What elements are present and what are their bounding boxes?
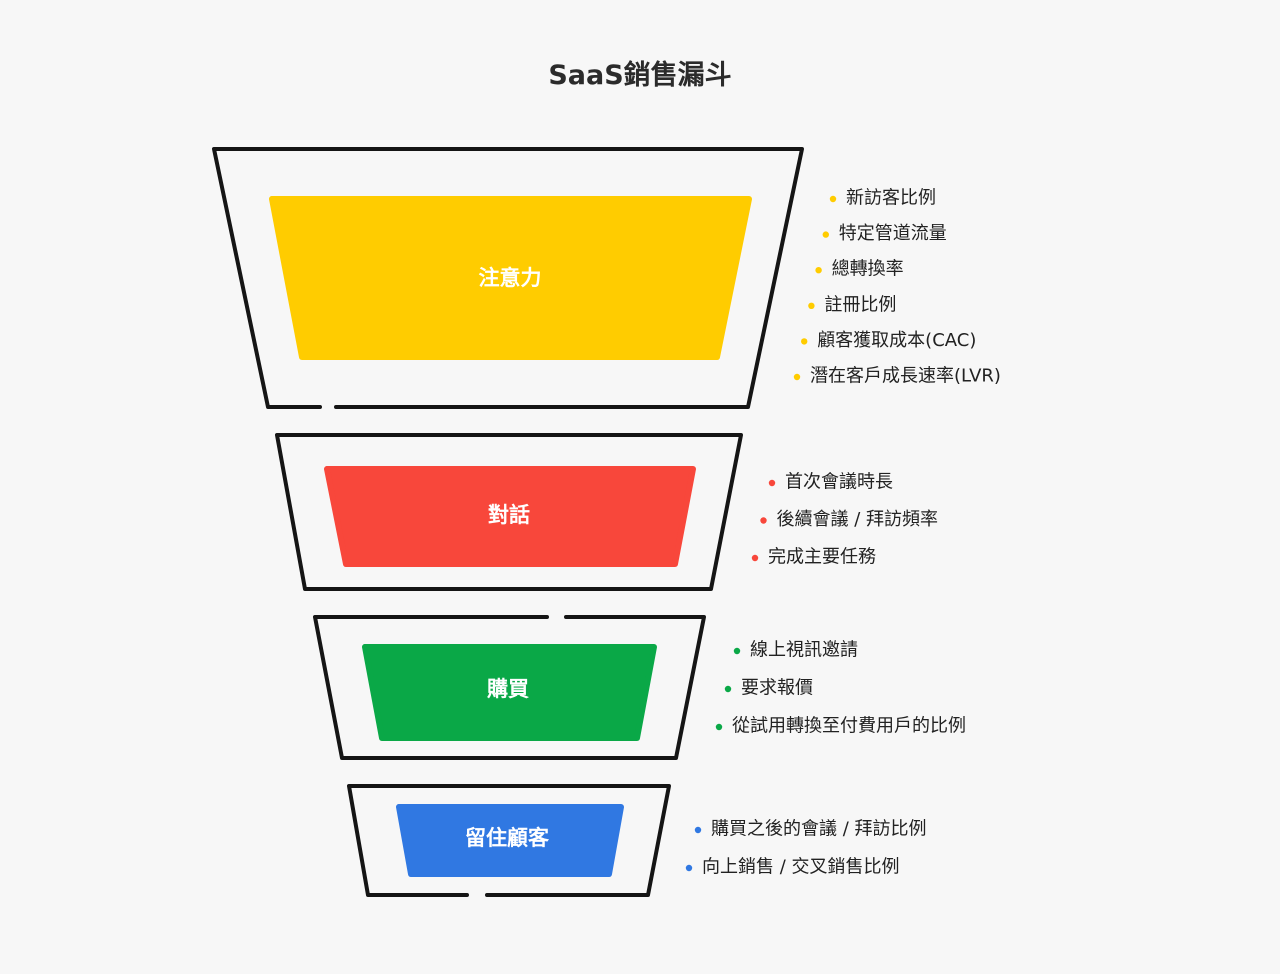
- bullet-dot-icon: [793, 373, 801, 381]
- bullet-dot-icon: [801, 338, 808, 345]
- stage-label: 注意力: [479, 266, 542, 290]
- stage-fill-attention: [269, 196, 752, 360]
- metric-item: 首次會議時長: [785, 472, 893, 493]
- metric-item: 總轉換率: [832, 259, 904, 280]
- metric-item: 購買之後的會議 / 拜訪比例: [711, 819, 927, 840]
- bullet-dot-icon: [733, 647, 741, 655]
- bullet-dot-icon: [724, 685, 732, 693]
- metric-item: 特定管道流量: [839, 223, 947, 244]
- bullet-dot-icon: [822, 231, 829, 238]
- metric-item: 完成主要任務: [768, 547, 876, 568]
- stage-outline: [313, 615, 706, 760]
- stage-fill-conversation: [324, 466, 696, 567]
- stage-outline: [347, 784, 671, 897]
- stage-label: 留住顧客: [465, 826, 550, 850]
- metric-item: 向上銷售 / 交叉銷售比例: [702, 857, 900, 878]
- metric-item: 顧客獲取成本(CAC): [817, 330, 976, 351]
- metric-item: 線上視訊邀請: [750, 640, 858, 661]
- stage-label: 對話: [488, 503, 530, 527]
- bullet-dot-icon: [751, 554, 759, 562]
- stage-outline: [212, 147, 804, 409]
- metric-item: 後續會議 / 拜訪頻率: [777, 509, 939, 530]
- page-title: SaaS銷售漏斗: [548, 59, 731, 91]
- bullet-dot-icon: [760, 517, 767, 524]
- bullet-dot-icon: [829, 195, 837, 203]
- metric-item: 新訪客比例: [846, 188, 936, 209]
- metric-item: 要求報價: [741, 678, 813, 699]
- stage-label: 購買: [486, 677, 529, 701]
- bullet-dot-icon: [715, 723, 723, 731]
- stage-fill-purchase: [362, 644, 657, 741]
- stage-fill-retention: [396, 804, 624, 877]
- bullet-dot-icon: [808, 302, 815, 309]
- bullet-dot-icon: [685, 864, 693, 872]
- metric-item: 註冊比例: [824, 294, 896, 315]
- bullet-dot-icon: [815, 267, 822, 274]
- stage-outline: [275, 433, 743, 591]
- bullet-dot-icon: [694, 826, 702, 834]
- bullet-dot-icon: [768, 479, 776, 487]
- metric-item: 潛在客戶成長速率(LVR): [810, 366, 1001, 387]
- metric-item: 從試用轉換至付費用戶的比例: [732, 716, 966, 737]
